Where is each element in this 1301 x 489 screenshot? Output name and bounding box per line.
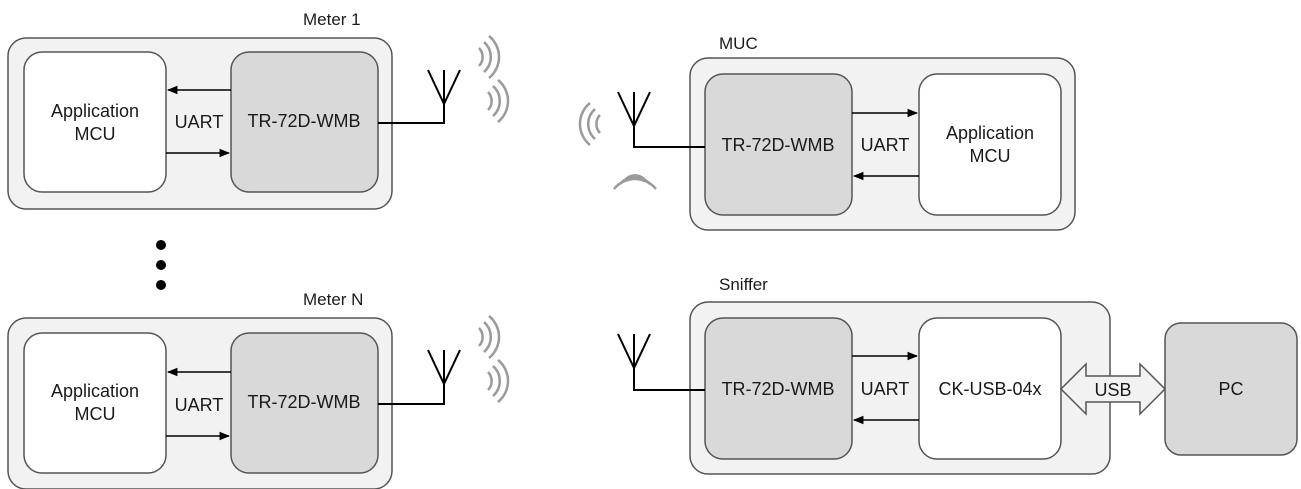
sniffer-usb-device-label: CK-USB-04x	[938, 379, 1041, 399]
meter-1-application-mcu-block	[23, 51, 167, 193]
meter-n-application-mcu-block	[23, 332, 167, 474]
pc-label: PC	[1218, 379, 1243, 399]
antenna-icon	[427, 349, 461, 385]
muc-app-label-line2: MCU	[970, 146, 1011, 166]
muc-module-label: TR-72D-WMB	[722, 135, 835, 155]
antenna-icon	[617, 91, 651, 127]
meter-1-app-label-line2: MCU	[75, 124, 116, 144]
sniffer-title: Sniffer	[719, 275, 768, 294]
muc-application-mcu-block	[918, 73, 1062, 216]
sniffer: Sniffer TR-72D-WMB CK-USB-04x UART USB	[617, 275, 1167, 475]
sniffer-module-block	[704, 317, 853, 460]
meter-1: Meter 1 Application MCU TR-72D-WMB UART	[7, 10, 510, 210]
sniffer-module-label: TR-72D-WMB	[722, 379, 835, 399]
muc-module-block	[704, 73, 853, 216]
antenna-icon	[617, 333, 651, 369]
radio-waves-icon	[578, 102, 657, 190]
meter-1-app-label-line1: Application	[51, 101, 139, 121]
pc: PC	[1164, 322, 1298, 456]
ellipsis-dots-icon	[156, 240, 166, 290]
meter-n-title: Meter N	[303, 290, 363, 309]
meter-n-app-label-line2: MCU	[75, 404, 116, 424]
meter-1-module-label: TR-72D-WMB	[248, 111, 361, 131]
sniffer-bus-label: UART	[861, 379, 910, 399]
meter-n-module-label: TR-72D-WMB	[248, 392, 361, 412]
meter-n-bus-label: UART	[175, 395, 224, 415]
antenna-icon	[427, 69, 461, 105]
muc: MUC TR-72D-WMB Application MCU UART	[578, 34, 1076, 231]
meter-1-bus-label: UART	[175, 112, 224, 132]
pc-block	[1164, 322, 1298, 456]
meter-n-app-label-line1: Application	[51, 381, 139, 401]
radio-waves-icon	[478, 35, 510, 123]
muc-app-label-line1: Application	[946, 123, 1034, 143]
meter-1-antenna-feed	[378, 104, 445, 124]
meter-n: Meter N Application MCU TR-72D-WMB UART	[7, 290, 510, 489]
muc-antenna-feed	[633, 126, 705, 148]
meter-n-antenna-feed	[378, 384, 445, 405]
sniffer-antenna-feed	[633, 368, 705, 391]
meter-1-title: Meter 1	[303, 10, 361, 29]
muc-bus-label: UART	[861, 135, 910, 155]
muc-title: MUC	[719, 34, 758, 53]
radio-waves-icon	[478, 315, 510, 403]
usb-label: USB	[1094, 380, 1131, 400]
